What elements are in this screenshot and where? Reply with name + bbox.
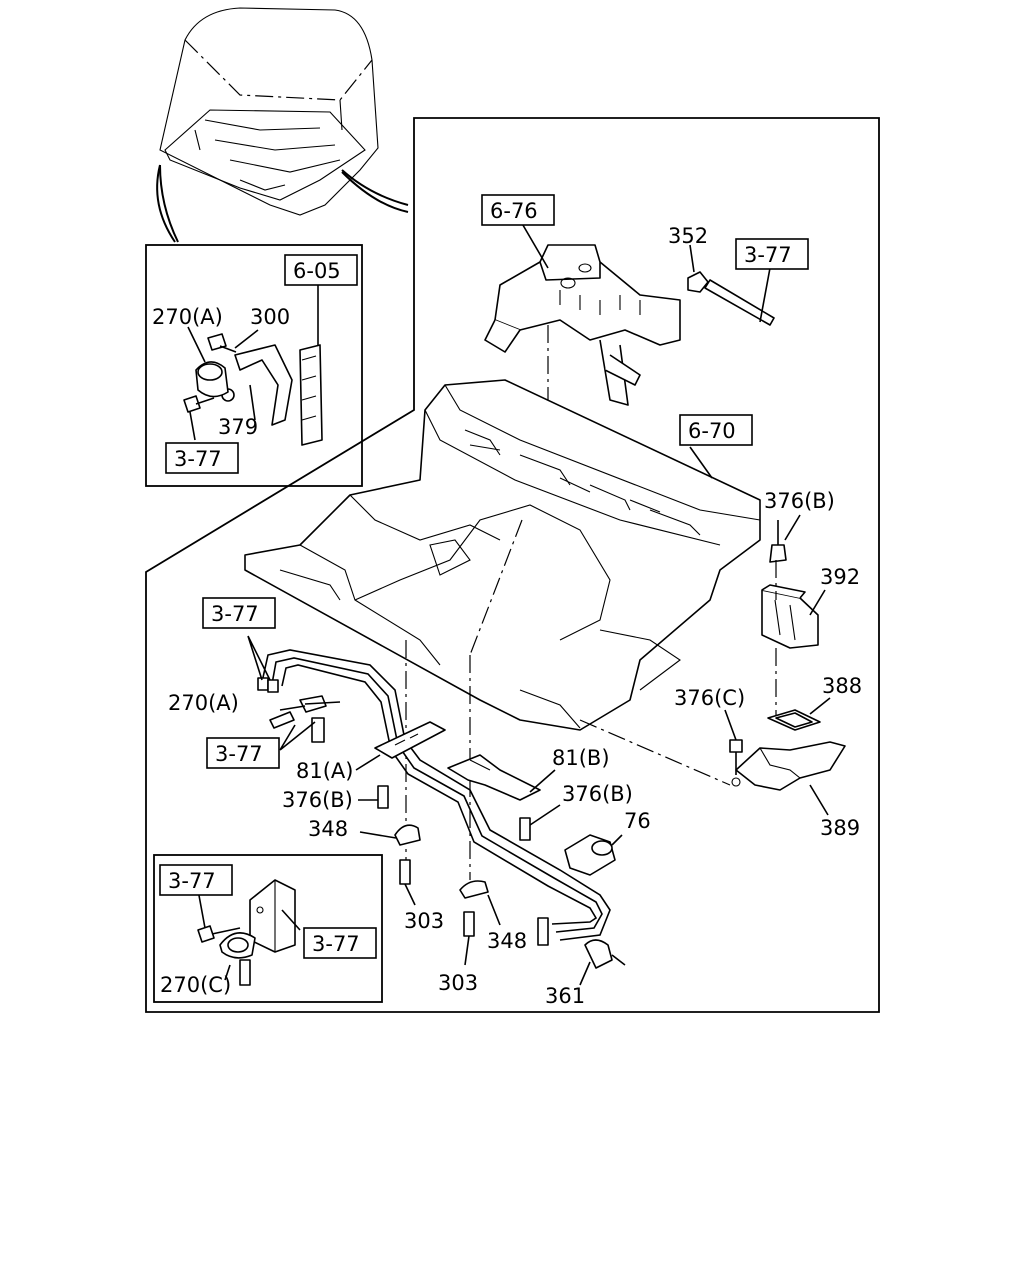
right-bracket-parts [724, 514, 846, 816]
inset-clip-detail [145, 244, 363, 487]
label-388: 388 [822, 674, 862, 698]
clip-361 [579, 939, 626, 986]
label-376c: 376(C) [674, 686, 745, 710]
label-270a-main: 270(A) [168, 691, 239, 715]
label-3-77-top: 3-77 [744, 243, 792, 267]
bracket-81b [447, 754, 556, 801]
label-3-77-left2: 3-77 [215, 742, 263, 766]
bolt-352 [687, 244, 775, 326]
label-348-mid: 348 [487, 929, 527, 953]
main-frame [145, 117, 880, 1013]
label-3-77-inset: 3-77 [174, 447, 222, 471]
pipe-assembly [247, 635, 611, 941]
label-300: 300 [250, 305, 290, 329]
label-6-76: 6-76 [490, 199, 538, 223]
inset-clamp-detail [153, 854, 383, 1003]
clip-348-left [359, 824, 421, 846]
label-352: 352 [668, 224, 708, 248]
label-81b: 81(B) [552, 746, 610, 770]
label-379: 379 [218, 415, 258, 439]
label-270a-inset: 270(A) [152, 305, 223, 329]
vehicle-overview [156, 7, 409, 243]
floor-panel [244, 379, 761, 880]
label-348-left: 348 [308, 817, 348, 841]
connector-76 [564, 834, 623, 876]
label-392: 392 [820, 565, 860, 589]
label-361: 361 [545, 984, 585, 1008]
label-3-77-bl1: 3-77 [168, 869, 216, 893]
label-389: 389 [820, 816, 860, 840]
callout-labels: 6-76 352 3-77 6-05 270(A) 300 379 3-77 6… [152, 199, 862, 1008]
label-3-77-bl2: 3-77 [312, 932, 360, 956]
label-376b-left: 376(B) [282, 788, 353, 812]
label-3-77-left: 3-77 [211, 602, 259, 626]
bolts-376b [358, 785, 561, 841]
label-303-b: 303 [438, 971, 478, 995]
label-6-70: 6-70 [688, 419, 736, 443]
label-boxes [159, 194, 809, 959]
bolts-303 [399, 859, 549, 966]
label-376b-top: 376(B) [764, 489, 835, 513]
label-76: 76 [624, 809, 651, 833]
label-6-05: 6-05 [293, 259, 341, 283]
label-81a: 81(A) [296, 759, 353, 783]
label-376b-mid: 376(B) [562, 782, 633, 806]
label-303-a: 303 [404, 909, 444, 933]
label-270c: 270(C) [160, 973, 231, 997]
